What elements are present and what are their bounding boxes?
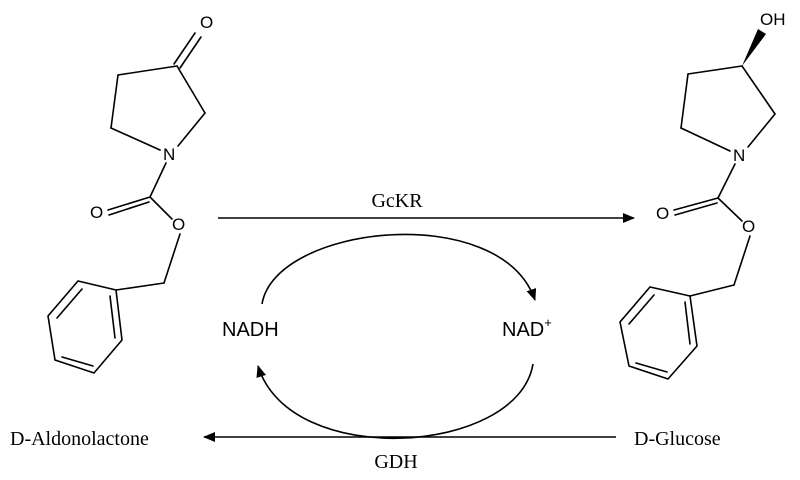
nad-plus-label: NAD+ — [502, 315, 552, 341]
product-benzene-ring — [619, 286, 698, 380]
product-hydroxyl-group: OH — [760, 10, 786, 29]
reactant-ketone-bond — [173, 32, 202, 69]
product-molecule: OH N O O — [619, 10, 786, 380]
reactant-benzene-ring — [47, 280, 123, 374]
product-ester-oxygen: O — [742, 217, 755, 236]
reactant-ring-nitrogen: N — [163, 145, 175, 164]
product-carbamate-bonds — [673, 163, 751, 297]
d-glucose-label: D-Glucose — [634, 428, 721, 450]
nadh-to-nad-arc — [261, 233, 537, 305]
nad-charge-superscript: + — [544, 315, 552, 330]
gdh-enzyme-label: GDH — [374, 451, 417, 473]
d-aldonolactone-label: D-Aldonolactone — [10, 428, 149, 450]
product-ring-bonds — [680, 65, 776, 152]
reactant-ketone-oxygen: O — [200, 13, 213, 32]
reactant-carbamate-bonds — [107, 162, 181, 291]
product-carbonyl-oxygen: O — [656, 204, 669, 223]
nadh-label: NADH — [222, 319, 279, 341]
reactant-ring-bonds — [110, 65, 206, 151]
nad-label-text: NAD — [502, 319, 544, 341]
reactant-ester-oxygen: O — [172, 215, 185, 234]
reactant-carbonyl-oxygen: O — [90, 203, 103, 222]
product-wedge-bond — [742, 29, 766, 66]
gckr-enzyme-label: GcKR — [371, 190, 423, 212]
reactant-molecule: O N O O — [47, 13, 213, 374]
nad-to-nadh-arc — [256, 363, 534, 440]
product-ring-nitrogen: N — [733, 146, 745, 165]
